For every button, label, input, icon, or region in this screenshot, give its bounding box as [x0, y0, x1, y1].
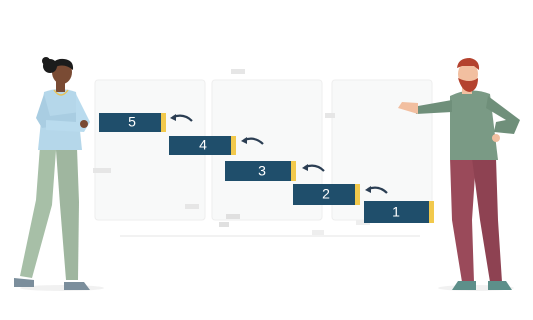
- step-4: 4: [169, 136, 236, 155]
- man-beard: [458, 78, 478, 92]
- background-dash: [231, 69, 245, 74]
- step-tab: [231, 136, 236, 155]
- background-dash: [185, 204, 199, 209]
- background-dash: [312, 230, 324, 235]
- step-3: 3: [225, 161, 296, 181]
- arrow-head-icon: [365, 186, 371, 193]
- man-hand: [398, 102, 418, 114]
- woman-hand: [80, 120, 88, 128]
- step-5: 5: [99, 113, 166, 132]
- man-arm: [486, 96, 520, 134]
- woman-leg: [20, 146, 56, 278]
- man-top: [450, 90, 498, 160]
- woman-arm: [46, 94, 90, 132]
- necklace: [53, 89, 69, 96]
- step-block: [99, 113, 161, 132]
- woman-arm: [36, 94, 82, 128]
- background-dash: [356, 220, 370, 225]
- step-label: 1: [392, 204, 400, 220]
- arrow-head-icon: [170, 114, 176, 121]
- step-label: 2: [322, 186, 330, 202]
- step-tab: [429, 201, 434, 223]
- step-tab: [291, 161, 296, 181]
- step-block: [293, 184, 355, 205]
- woman-shoe: [64, 282, 90, 290]
- step-label: 3: [258, 163, 266, 179]
- step-tab: [355, 184, 360, 205]
- woman-hair: [51, 58, 74, 70]
- background-dash: [325, 113, 335, 118]
- woman-leg: [56, 148, 79, 280]
- man-shoe: [452, 281, 476, 290]
- man-leg: [450, 158, 476, 282]
- floor-line: [120, 235, 420, 237]
- step-1: 1: [364, 201, 434, 223]
- step-label: 4: [199, 137, 207, 153]
- man-figure: [398, 58, 520, 291]
- woman-neck: [56, 80, 65, 92]
- arrow-head-icon: [241, 137, 247, 144]
- step-block: [364, 201, 429, 223]
- background-dash: [93, 168, 111, 173]
- arrow-head-icon: [302, 164, 308, 171]
- man-hair: [457, 58, 480, 70]
- background-dash: [219, 222, 229, 227]
- man-leg: [472, 158, 502, 282]
- background-dash: [226, 214, 240, 219]
- man-head: [458, 62, 478, 86]
- man-hand: [492, 134, 500, 142]
- hair-bun: [42, 57, 50, 65]
- step-label: 5: [128, 114, 136, 130]
- step-tab: [161, 113, 166, 132]
- step-2: 2: [293, 184, 360, 205]
- step-block: [169, 136, 231, 155]
- step-block: [225, 161, 291, 181]
- woman-figure: [14, 57, 104, 291]
- man-arm: [416, 100, 452, 114]
- man-shoe: [488, 281, 512, 290]
- woman-shoe: [14, 278, 34, 287]
